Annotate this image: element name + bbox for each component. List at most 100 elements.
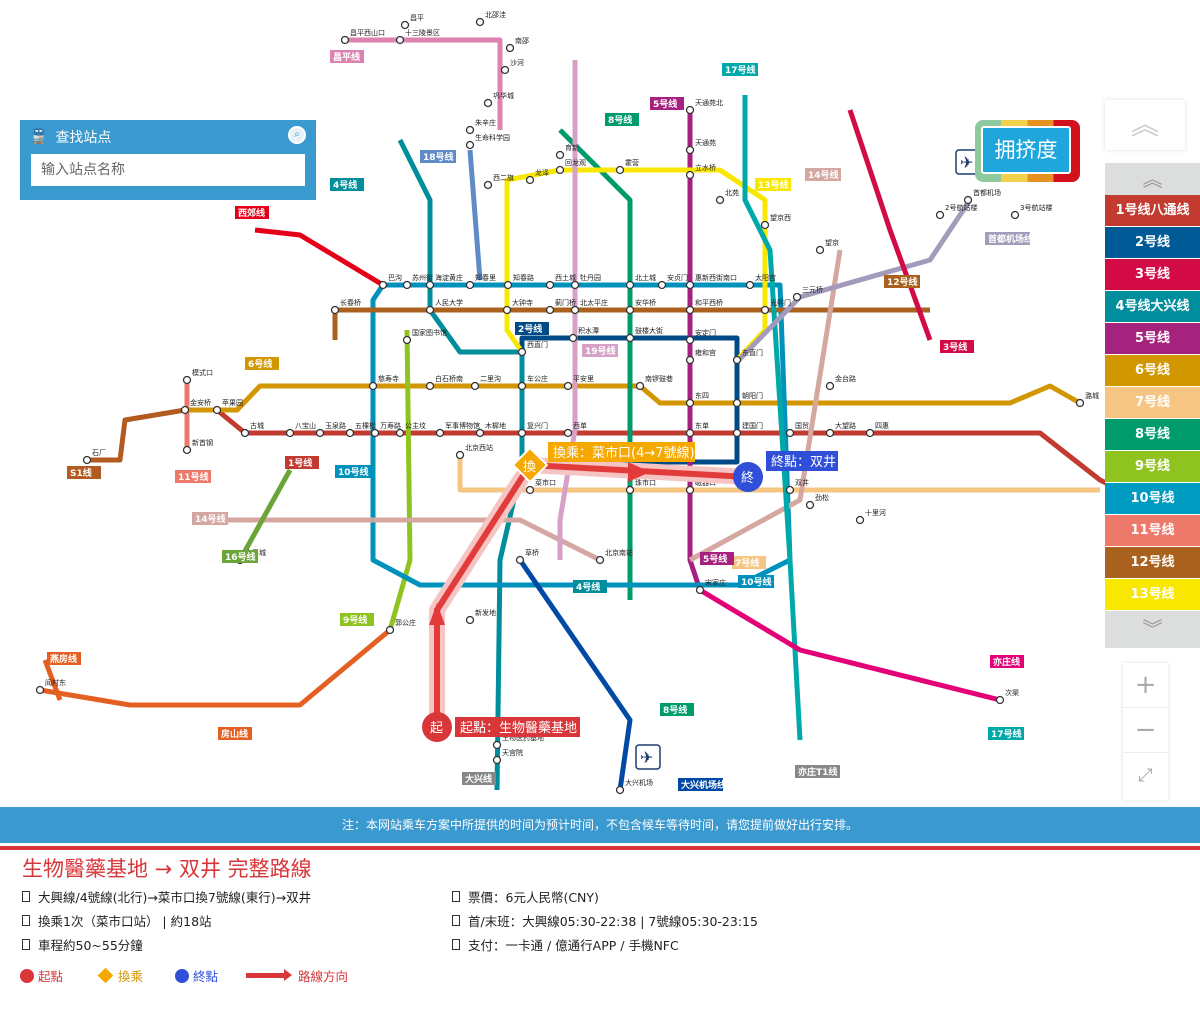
line-22-path[interactable] <box>517 558 633 791</box>
line-badge[interactable]: 6号线 <box>245 357 279 370</box>
station[interactable]: 望京 <box>815 238 840 255</box>
line-badge[interactable]: 16号线 <box>222 550 258 563</box>
line-13-path[interactable] <box>210 249 843 563</box>
station[interactable]: 二里沟 <box>470 374 502 391</box>
station[interactable]: 海淀黄庄 <box>425 273 464 290</box>
line-item-4[interactable]: 4号线大兴线 <box>1105 291 1200 323</box>
line-badge[interactable]: 17号线 <box>988 727 1024 740</box>
station-marker[interactable] <box>635 381 645 391</box>
station[interactable]: 军事博物馆 <box>435 421 481 438</box>
station-marker[interactable] <box>425 280 435 290</box>
station-marker[interactable] <box>240 428 250 438</box>
station[interactable]: 南锣鼓巷 <box>635 374 674 391</box>
station[interactable]: 草桥 <box>515 548 540 565</box>
station[interactable]: 安贞门 <box>657 273 689 290</box>
station-marker[interactable] <box>525 485 535 495</box>
station[interactable]: 朱辛庄 <box>465 118 497 135</box>
station[interactable]: 潞城 <box>1075 391 1100 408</box>
line-24-path[interactable] <box>467 149 483 281</box>
station-marker[interactable] <box>212 405 222 415</box>
station-marker[interactable] <box>492 740 502 750</box>
station[interactable]: 巴沟 <box>378 273 403 290</box>
station[interactable]: 慈寿寺 <box>368 374 400 391</box>
station-marker[interactable] <box>685 485 695 495</box>
line-15-path[interactable] <box>742 95 803 741</box>
station-marker[interactable] <box>685 105 695 115</box>
end-marker[interactable] <box>733 462 763 492</box>
station[interactable]: 知春里 <box>465 273 497 290</box>
line-badge[interactable]: 亦庄T1线 <box>795 765 840 778</box>
station[interactable]: 鼓楼大街 <box>625 326 664 343</box>
line-badge[interactable]: S1线 <box>67 466 101 479</box>
line-badge[interactable]: 2号线 <box>515 322 549 335</box>
station-marker[interactable] <box>483 180 493 190</box>
station-marker[interactable] <box>400 20 410 30</box>
search-pin-icon[interactable]: ⌕ <box>288 126 306 144</box>
station[interactable]: 雍和宫 <box>685 348 717 365</box>
station[interactable]: 石厂 <box>82 449 107 465</box>
station[interactable]: 天通苑 <box>685 138 717 155</box>
station[interactable]: 巩华城 <box>483 91 515 108</box>
station-marker[interactable] <box>732 355 742 365</box>
station-marker[interactable] <box>435 428 445 438</box>
station-marker[interactable] <box>825 428 835 438</box>
line-badge[interactable]: 大兴线 <box>462 772 496 785</box>
station-marker[interactable] <box>563 381 573 391</box>
line-25-path[interactable] <box>847 109 933 341</box>
zoom-out-button[interactable]: − <box>1123 708 1168 753</box>
station[interactable]: 建国门 <box>732 421 764 438</box>
station[interactable]: 古城 <box>240 421 265 438</box>
station[interactable]: 北苑 <box>715 188 740 205</box>
station[interactable]: 东直门 <box>732 348 764 365</box>
station-marker[interactable] <box>1075 398 1085 408</box>
station-marker[interactable] <box>715 195 725 205</box>
station[interactable]: 蓟门桥 <box>545 298 577 315</box>
station[interactable]: 复兴门 <box>517 421 549 438</box>
station-marker[interactable] <box>545 280 555 290</box>
station-marker[interactable] <box>685 398 695 408</box>
station-marker[interactable] <box>182 445 192 455</box>
line-item-12[interactable]: 12号线 <box>1105 547 1200 579</box>
station-marker[interactable] <box>625 333 635 343</box>
station-marker[interactable] <box>505 43 515 53</box>
line-badge[interactable]: 8号线 <box>605 113 639 126</box>
station-marker[interactable] <box>792 292 802 302</box>
station-marker[interactable] <box>385 625 395 635</box>
station[interactable]: 朝阳门 <box>732 391 764 408</box>
station[interactable]: 2号航站楼 <box>935 203 978 220</box>
line-badge[interactable]: 燕房线 <box>47 652 81 665</box>
station[interactable]: 知春路 <box>503 273 535 290</box>
station-marker[interactable] <box>935 210 945 220</box>
station-marker[interactable] <box>378 280 388 290</box>
line-badge[interactable]: 11号线 <box>175 470 211 483</box>
line-badge[interactable]: 14号线 <box>805 168 841 181</box>
station-marker[interactable] <box>500 65 510 75</box>
station[interactable]: 人民大学 <box>425 298 464 315</box>
station-marker[interactable] <box>517 347 527 357</box>
station[interactable]: 生命科学园 <box>465 133 511 150</box>
line-item-2[interactable]: 2号线 <box>1105 227 1200 259</box>
station[interactable]: 育新 <box>555 143 580 160</box>
station-marker[interactable] <box>370 428 380 438</box>
line-item-1[interactable]: 1号线八通线 <box>1105 195 1200 227</box>
station[interactable]: 双井 <box>785 478 810 495</box>
station[interactable]: 十里河 <box>855 508 887 525</box>
line-badge[interactable]: 7号线 <box>732 556 766 569</box>
station-marker[interactable] <box>570 305 580 315</box>
station[interactable]: 光熙门 <box>760 298 792 315</box>
station-marker[interactable] <box>545 305 555 315</box>
line-item-10[interactable]: 10号线 <box>1105 483 1200 515</box>
station[interactable]: 车公庄 <box>517 374 549 391</box>
station-marker[interactable] <box>760 220 770 230</box>
line-badge[interactable]: 亦庄线 <box>990 655 1024 668</box>
station[interactable]: 苏州街 <box>402 273 434 290</box>
station[interactable]: 金台路 <box>825 374 857 391</box>
line-badge[interactable]: 8号线 <box>660 703 694 716</box>
station[interactable]: 大兴机场 <box>615 778 654 795</box>
line-item-8[interactable]: 8号线 <box>1105 419 1200 451</box>
station-marker[interactable] <box>732 428 742 438</box>
station-marker[interactable] <box>475 17 485 27</box>
station[interactable]: 西直门 <box>517 340 549 357</box>
station[interactable]: 大望路 <box>825 421 857 438</box>
station[interactable]: 首都机场 <box>963 188 1002 205</box>
